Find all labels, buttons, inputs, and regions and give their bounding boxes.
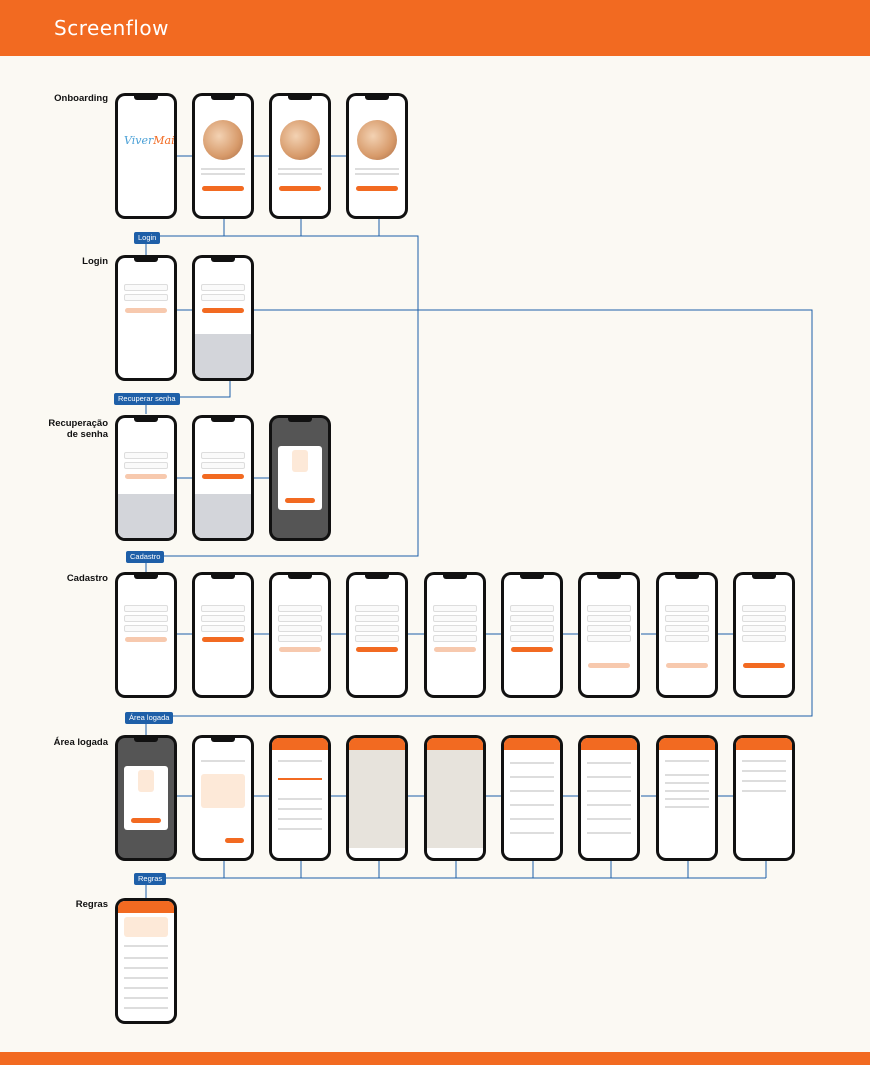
phone-recuperar-empty — [115, 415, 177, 541]
phone-area-welcome — [192, 735, 254, 861]
header-bar: Screenflow — [0, 0, 870, 56]
connector-login: Login — [134, 232, 161, 244]
phone-cadastro-8 — [656, 572, 718, 698]
section-login: Login — [82, 256, 108, 267]
phone-area-progress — [269, 735, 331, 861]
connector-area-logada: Área logada — [125, 712, 174, 724]
phone-onboarding-splash: ViverMais — [115, 93, 177, 219]
phone-cadastro-4 — [346, 572, 408, 698]
phone-login-empty — [115, 255, 177, 381]
phone-area-profile — [656, 735, 718, 861]
phone-recuperar-filled — [192, 415, 254, 541]
phone-cadastro-3 — [269, 572, 331, 698]
phone-recuperar-modal — [269, 415, 331, 541]
phone-onboarding-2 — [269, 93, 331, 219]
phone-cadastro-6 — [501, 572, 563, 698]
section-recuperacao-line1: Recuperação — [48, 418, 108, 429]
section-area-logada: Área logada — [53, 737, 108, 748]
phone-area-account — [733, 735, 795, 861]
phone-cadastro-9 — [733, 572, 795, 698]
page-title: Screenflow — [54, 16, 169, 40]
phone-onboarding-3 — [346, 93, 408, 219]
section-recuperacao: Recuperação de senha — [30, 418, 108, 440]
phone-area-map-1 — [346, 735, 408, 861]
phone-area-faq-1 — [501, 735, 563, 861]
section-cadastro: Cadastro — [66, 573, 108, 584]
connector-recuperar-senha: Recuperar senha — [114, 393, 180, 405]
phone-cadastro-5 — [424, 572, 486, 698]
phone-cadastro-1 — [115, 572, 177, 698]
footer-bar — [0, 1052, 870, 1065]
section-recuperacao-line2: de senha — [66, 429, 108, 440]
phone-cadastro-2 — [192, 572, 254, 698]
phone-regras — [115, 898, 177, 1024]
connector-regras: Regras — [134, 873, 167, 885]
phone-cadastro-7 — [578, 572, 640, 698]
phone-onboarding-1 — [192, 93, 254, 219]
section-onboarding: Onboarding — [54, 93, 108, 104]
section-regras: Regras — [75, 899, 108, 910]
phone-login-filled — [192, 255, 254, 381]
phone-area-modal — [115, 735, 177, 861]
phone-area-map-2 — [424, 735, 486, 861]
connector-cadastro: Cadastro — [126, 551, 165, 563]
app-logo: ViverMais — [124, 134, 174, 147]
phone-area-faq-2 — [578, 735, 640, 861]
